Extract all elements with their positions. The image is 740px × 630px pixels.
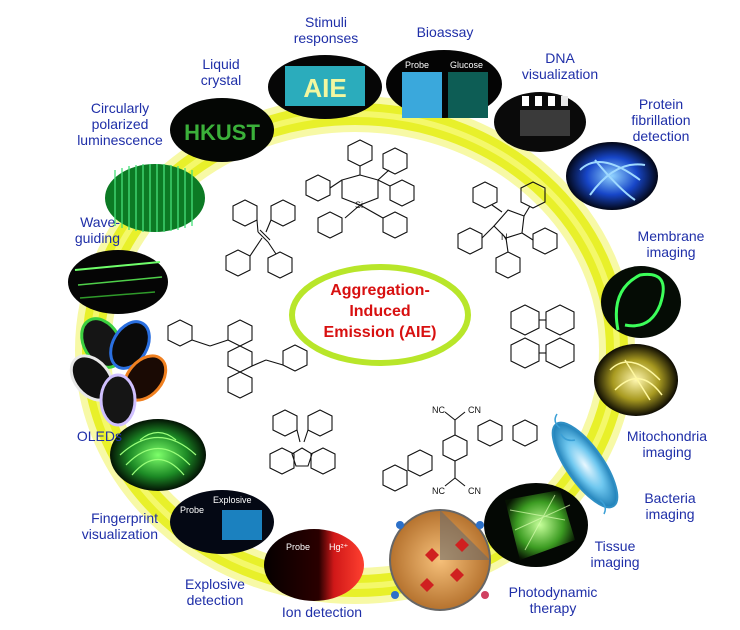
label-waveguiding: Wave- guiding [74,214,120,246]
nitrile-label-1: NC [432,405,445,415]
bacteria-imaging-image [551,413,619,515]
mitochondria-imaging-image [594,344,678,416]
center-title: Aggregation- Induced Emission (AIE) [323,282,437,341]
center-ellipse [289,264,471,366]
liquid-crystal-inset-text: HKUST [184,120,260,145]
oleds-image [69,317,168,427]
label-liquid-crystal: Liquid crystal [200,56,242,88]
hexaphenylene-molecule [510,304,575,369]
label-mitochondria-imaging: Mitochondria imaging [626,428,708,460]
fingerprint-explosive-text: Explosive [213,495,252,505]
pentaphenylpyrrole-molecule [457,181,558,279]
waveguiding-image [68,250,168,314]
ion-hg-text: Hg²⁺ [329,542,349,552]
label-circularly-polarized: Circularly polarized luminescence [77,100,163,148]
label-protein-fibrillation: Protein fibrillation detection [631,96,691,144]
tetraphenylsilole-molecule [305,139,415,239]
label-membrane-imaging: Membrane imaging [637,228,705,260]
label-bioassay: Bioassay [416,24,474,40]
label-photodynamic-therapy: Photodynamic therapy [508,584,598,616]
fluorenylidene-molecule [269,409,336,475]
label-oleds: OLEDs [76,428,122,444]
protein-fibrillation-image [566,142,658,210]
ion-detection-image: Probe Hg²⁺ [264,529,364,601]
bioassay-image: Probe Glucose [386,50,502,118]
dicyanovinyl-molecule [382,411,538,492]
label-stimuli-responses: Stimuli responses [293,14,359,46]
nitrile-label-4: CN [468,486,481,496]
silicon-atom-label: Si [355,200,363,210]
cpl-image [105,164,205,232]
distyrylanthracene-molecule [167,319,308,399]
fingerprint-visualization-image: Probe Explosive [170,490,274,554]
nitrile-label-2: CN [468,405,481,415]
label-explosive-detection: Explosive detection [185,576,245,608]
label-tissue-imaging: Tissue imaging [590,538,640,570]
tissue-imaging-image [484,483,588,567]
membrane-imaging-image [601,266,681,338]
label-bacteria-imaging: Bacteria imaging [644,490,696,522]
label-dna-visualization: DNA visualization [521,50,599,82]
tetraphenylethene-molecule [225,199,296,279]
liquid-crystal-image: HKUST [170,98,274,162]
dna-visualization-image [494,92,586,152]
nitrile-label-3: NC [432,486,445,496]
bioassay-glucose-text: Glucose [450,60,483,70]
stimuli-responses-image: AIE [268,55,382,119]
fingerprint-probe-text: Probe [180,505,204,515]
fingerprint-pattern-image [110,419,206,491]
bioassay-probe-text: Probe [405,60,429,70]
stimuli-inset-text: AIE [303,73,346,103]
label-ion-detection: Ion detection [281,604,363,620]
label-fingerprint-visualization: Fingerprint visualization [81,510,158,542]
ion-probe-text: Probe [286,542,310,552]
nitrogen-atom-label: N [501,232,508,242]
photodynamic-therapy-image [389,509,491,611]
